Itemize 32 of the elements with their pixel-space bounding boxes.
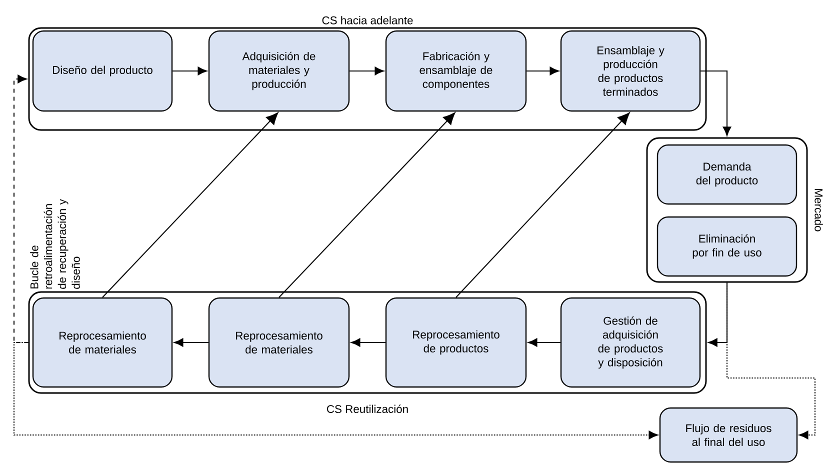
arrow xyxy=(350,338,386,347)
arrow xyxy=(174,338,208,347)
arrow xyxy=(278,112,456,298)
group-frame xyxy=(28,291,707,394)
group-frame xyxy=(646,137,808,283)
group-label: CS hacia adelante xyxy=(322,16,413,24)
arrow xyxy=(700,70,732,136)
arrow xyxy=(526,66,560,76)
process-box: Flujo de residuos al final del uso xyxy=(659,407,798,463)
group-label: CS Reutilización xyxy=(327,404,408,413)
arrow xyxy=(726,282,816,440)
edge-label: Bucle de retroalimentación de recuperación y diseño xyxy=(30,199,80,289)
arrow xyxy=(350,66,384,76)
process-box: Adquisición de materiales y producción xyxy=(208,30,350,112)
process-box: Ensamblaje y producción de productos terminados xyxy=(560,30,701,112)
process-box: Diseño del producto xyxy=(32,30,173,112)
process-box: Gestión de adquisición de productos y disposición xyxy=(560,297,701,388)
process-box: Eliminación por fin de uso xyxy=(656,216,798,277)
arrow xyxy=(13,342,658,440)
arrow xyxy=(456,112,630,298)
process-box: Reprocesamiento de materiales xyxy=(32,297,173,388)
process-box: Fabricación y ensamblaje de componentes xyxy=(385,30,527,112)
process-box: Reprocesamiento de productos xyxy=(385,297,527,388)
group-label: Mercado xyxy=(814,189,823,232)
arrow xyxy=(13,74,28,344)
arrow xyxy=(102,112,278,298)
arrow xyxy=(172,66,208,76)
arrow xyxy=(528,338,560,347)
process-box: Demanda del producto xyxy=(656,144,798,205)
process-box: Reprocesamiento de materiales xyxy=(208,297,350,388)
group-frame xyxy=(28,27,707,131)
arrow xyxy=(708,282,728,347)
